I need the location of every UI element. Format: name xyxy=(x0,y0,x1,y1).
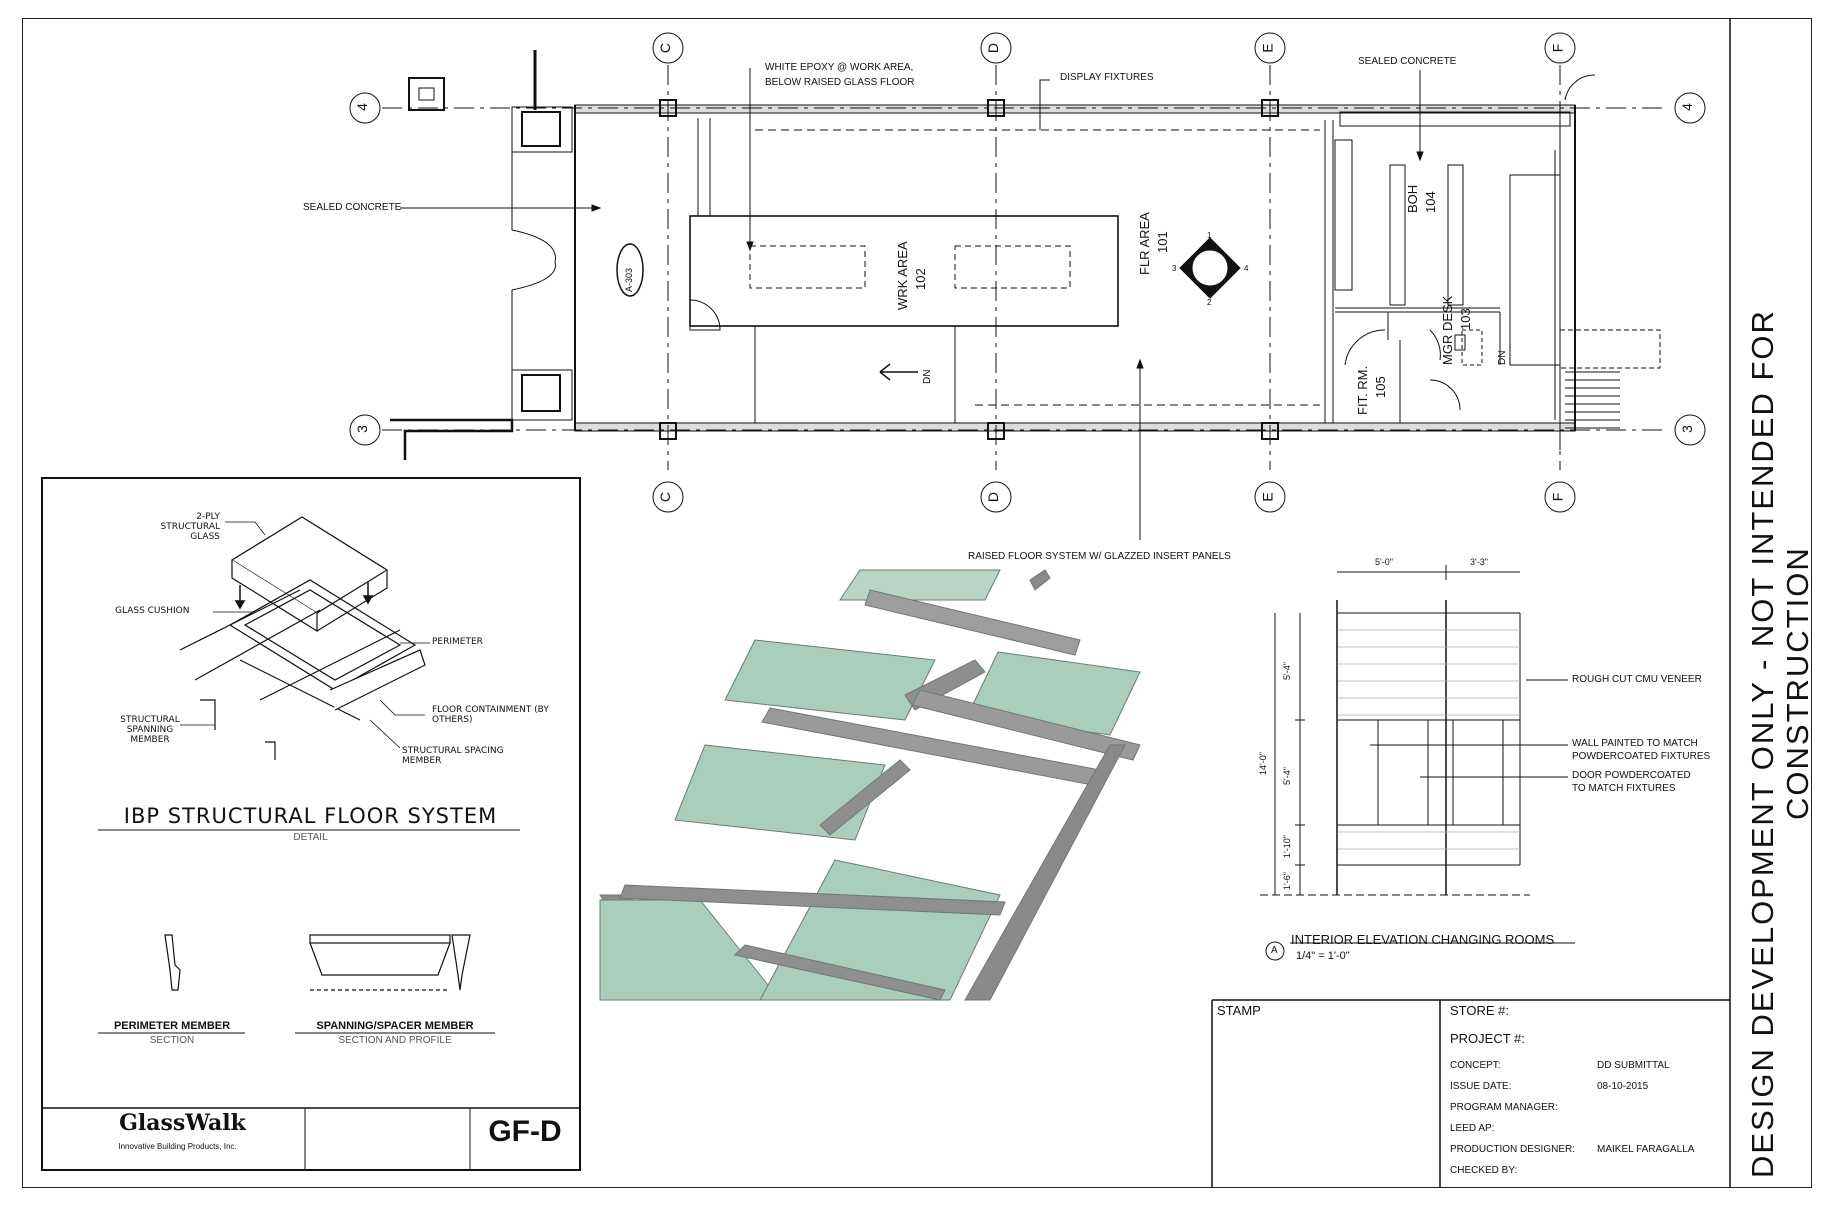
section-tag-label: A-303 xyxy=(624,267,634,292)
row-value-production-designer: MAIKEL FARAGALLA xyxy=(1597,1144,1695,1155)
note-white-epoxy-2: BELOW RAISED GLASS FLOOR xyxy=(765,77,915,88)
dim-top-1: 5'-0" xyxy=(1375,557,1393,567)
room-name-flr-area: FLR AREA xyxy=(1137,212,1152,275)
section-num-4: 4 xyxy=(1244,264,1249,273)
note-door: DOOR POWDERCOATED xyxy=(1572,770,1691,781)
label-spacing-member: STRUCTURAL SPACING MEMBER xyxy=(402,746,504,766)
note-wall-painted: WALL PAINTED TO MATCH xyxy=(1572,738,1698,749)
label-perimeter: PERIMETER xyxy=(432,637,483,647)
detail-title: IBP STRUCTURAL FLOOR SYSTEM xyxy=(123,804,498,828)
dim-side-4: 1'-6" xyxy=(1282,872,1292,890)
room-name-mgr-desk: MGR DESK xyxy=(1440,295,1455,365)
room-num-mgr-desk: 103 xyxy=(1458,308,1473,330)
note-white-epoxy: WHITE EPOXY @ WORK AREA, xyxy=(765,62,914,73)
floor-system-detail xyxy=(41,477,581,1171)
grid-label-d-bottom: D xyxy=(985,491,1002,503)
company-name: Innovative Building Products, Inc. xyxy=(118,1142,237,1151)
detail-subtitle: DETAIL xyxy=(293,832,328,843)
section-num-1: 1 xyxy=(1207,231,1212,240)
dim-side-1: 5'-4" xyxy=(1282,662,1292,680)
stamp-label: STAMP xyxy=(1217,1003,1261,1018)
disclaimer-line-1: DESIGN DEVELOPMENT ONLY - NOT INTENDED F… xyxy=(1745,309,1780,1178)
disclaimer-line-2: CONSTRUCTION xyxy=(1780,546,1815,820)
grid-label-4-left: 4 xyxy=(353,103,370,111)
dim-side-3: 1'-10" xyxy=(1282,835,1292,858)
grid-label-3-right: 3 xyxy=(1678,425,1695,433)
room-name-fit-rm: FIT. RM. xyxy=(1355,365,1370,415)
drawing-sheet xyxy=(22,18,1812,1188)
elevation-title: INTERIOR ELEVATION CHANGING ROOMS xyxy=(1291,932,1555,947)
elevation-tag: A xyxy=(1271,945,1278,956)
grid-label-f-bottom: F xyxy=(1549,492,1566,502)
grid-label-3-left: 3 xyxy=(353,425,370,433)
elevation-scale: 1/4" = 1'-0" xyxy=(1296,950,1350,962)
section-num-2: 2 xyxy=(1207,298,1212,307)
note-wall-painted-2: POWDERCOATED FIXTURES xyxy=(1572,751,1711,762)
grid-label-c-bottom: C xyxy=(657,491,674,503)
row-label-concept: CONCEPT: xyxy=(1450,1060,1501,1071)
glasswalk-logo: GlassWalk xyxy=(119,1110,246,1136)
label-floor-containment: FLOOR CONTAINMENT (BY OTHERS) xyxy=(432,705,549,725)
label-glass-cushion: GLASS CUSHION xyxy=(115,606,190,616)
store-number-label: STORE #: xyxy=(1450,1003,1510,1018)
room-name-wrk-area: WRK AREA xyxy=(895,241,910,310)
perimeter-member-title: PERIMETER MEMBER xyxy=(113,1020,231,1032)
section-num-3: 3 xyxy=(1172,264,1177,273)
note-raised-floor: RAISED FLOOR SYSTEM W/ GLAZZED INSERT PA… xyxy=(968,551,1231,562)
project-number-label: PROJECT #: xyxy=(1450,1031,1525,1046)
grid-bubbles xyxy=(349,32,1706,513)
sheet-code: GF-D xyxy=(488,1115,562,1148)
interior-elevation xyxy=(1260,565,1575,961)
dn-label: DN xyxy=(922,369,933,384)
grid-label-e-bottom: E xyxy=(1259,492,1276,502)
floor-plan xyxy=(382,50,1665,540)
row-value-issue-date: 08-10-2015 xyxy=(1597,1081,1649,1092)
perimeter-member-sub: SECTION xyxy=(149,1035,195,1046)
dim-top-2: 3'-3" xyxy=(1470,557,1488,567)
label-spanning-member: STRUCTURAL SPANNING MEMBER xyxy=(120,715,180,745)
label-structural-glass: 2-PLY STRUCTURAL GLASS xyxy=(160,512,220,542)
grid-label-e-top: E xyxy=(1259,43,1276,53)
grid-label-f-top: F xyxy=(1549,43,1566,53)
spanning-member-title: SPANNING/SPACER MEMBER xyxy=(316,1020,474,1032)
row-label-checked-by: CHECKED BY: xyxy=(1450,1165,1518,1176)
spanning-member-sub: SECTION AND PROFILE xyxy=(338,1035,452,1046)
dim-overall: 14'-0" xyxy=(1258,752,1268,775)
note-display-fixtures: DISPLAY FIXTURES xyxy=(1060,72,1154,83)
row-label-issue-date: ISSUE DATE: xyxy=(1450,1081,1512,1092)
row-label-leed-ap: LEED AP: xyxy=(1450,1123,1495,1134)
row-label-production-designer: PRODUCTION DESIGNER: xyxy=(1450,1144,1576,1155)
grid-label-4-right: 4 xyxy=(1678,103,1695,111)
row-label-program-manager: PROGRAM MANAGER: xyxy=(1450,1102,1558,1113)
grid-label-d-top: D xyxy=(985,42,1002,54)
row-value-concept: DD SUBMITTAL xyxy=(1597,1060,1670,1071)
note-door-2: TO MATCH FIXTURES xyxy=(1572,783,1676,794)
room-num-boh: 104 xyxy=(1423,191,1438,213)
room-num-flr-area: 101 xyxy=(1155,231,1170,253)
room-num-wrk-area: 102 xyxy=(913,268,928,290)
stair-dn-label: DN xyxy=(1497,350,1508,365)
note-sealed-concrete-left: SEALED CONCRETE xyxy=(303,202,402,213)
grid-label-c-top: C xyxy=(657,42,674,54)
room-name-boh: BOH xyxy=(1405,184,1420,213)
note-cmu-veneer: ROUGH CUT CMU VENEER xyxy=(1572,674,1702,685)
raised-floor-render xyxy=(599,569,1141,1001)
title-block xyxy=(1211,18,1731,1188)
room-num-fit-rm: 105 xyxy=(1373,376,1388,398)
note-sealed-concrete-right: SEALED CONCRETE xyxy=(1358,56,1457,67)
dim-side-2: 5'-4" xyxy=(1282,767,1292,785)
